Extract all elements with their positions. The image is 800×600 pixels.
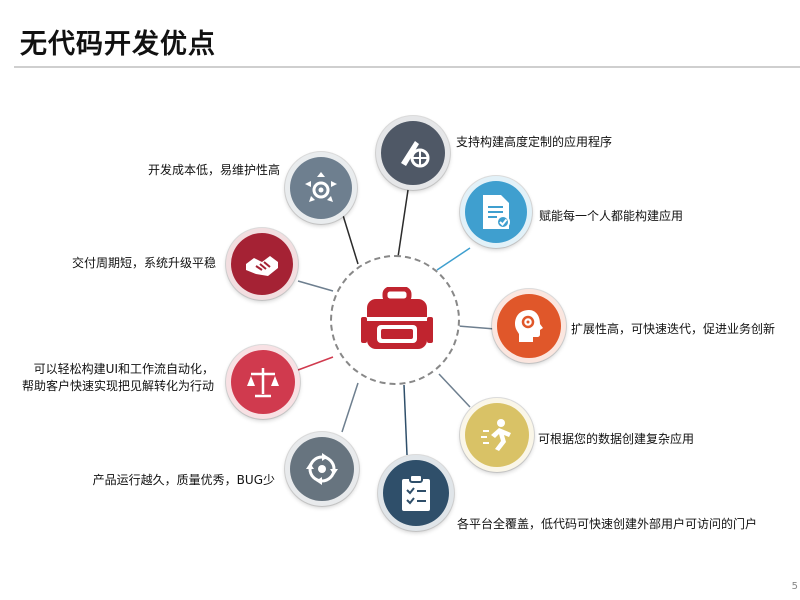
head-gear-icon (515, 310, 543, 342)
label-low-cost: 开发成本低，易维护性高 (147, 163, 280, 177)
node-platform (378, 455, 454, 531)
label-short-delivery: 交付周期短，系统升级平稳 (71, 256, 216, 270)
connector-line (457, 325, 496, 330)
connector-line (397, 189, 409, 258)
gear-arrows-icon (305, 172, 337, 202)
label-automation-line2: 帮助客户快速实现把见解转化为行动 (21, 379, 214, 393)
node-empower (460, 176, 532, 248)
label-platform: 各平台全覆盖，低代码可快速创建外部用户可访问的门户 (457, 517, 758, 531)
connector-line (438, 373, 471, 408)
connector-line (297, 356, 334, 371)
label-data-apps: 可根据您的数据创建复杂应用 (538, 432, 695, 446)
connector-line (341, 211, 359, 265)
node-custom-apps (376, 116, 450, 190)
node-short-delivery (226, 228, 298, 300)
connector-line (436, 247, 471, 271)
node-automation (226, 345, 300, 419)
page-title: 无代码开发优点 (20, 29, 216, 60)
runner-icon (481, 419, 511, 451)
connector-line (403, 384, 408, 456)
backpack-icon (361, 287, 433, 349)
balance-scale-icon (247, 368, 279, 398)
node-scalability (492, 289, 566, 363)
node-low-cost (285, 152, 357, 224)
label-automation-line1: 可以轻松构建UI和工作流自动化， (33, 362, 214, 376)
label-scalability: 扩展性高，可快速迭代，促进业务创新 (571, 322, 776, 336)
center-circle (330, 255, 460, 385)
clipboard-icon (402, 474, 430, 511)
label-custom-apps: 支持构建高度定制的应用程序 (456, 135, 613, 149)
page-number: 5 (791, 581, 798, 592)
title-divider (14, 66, 800, 68)
label-empower: 赋能每一个人都能构建应用 (539, 209, 684, 223)
connector-line (341, 382, 359, 433)
label-automation: 可以轻松构建UI和工作流自动化， 帮助客户快速实现把见解转化为行动 (22, 361, 214, 395)
node-data-apps (460, 398, 534, 472)
connector-line (297, 280, 334, 292)
label-quality: 产品运行越久，质量优秀，BUG少 (92, 473, 275, 487)
tools-icon (401, 141, 430, 168)
node-quality (285, 432, 359, 506)
document-check-icon (483, 195, 510, 229)
cycle-arrows-icon (306, 453, 338, 485)
handshake-icon (246, 256, 278, 276)
